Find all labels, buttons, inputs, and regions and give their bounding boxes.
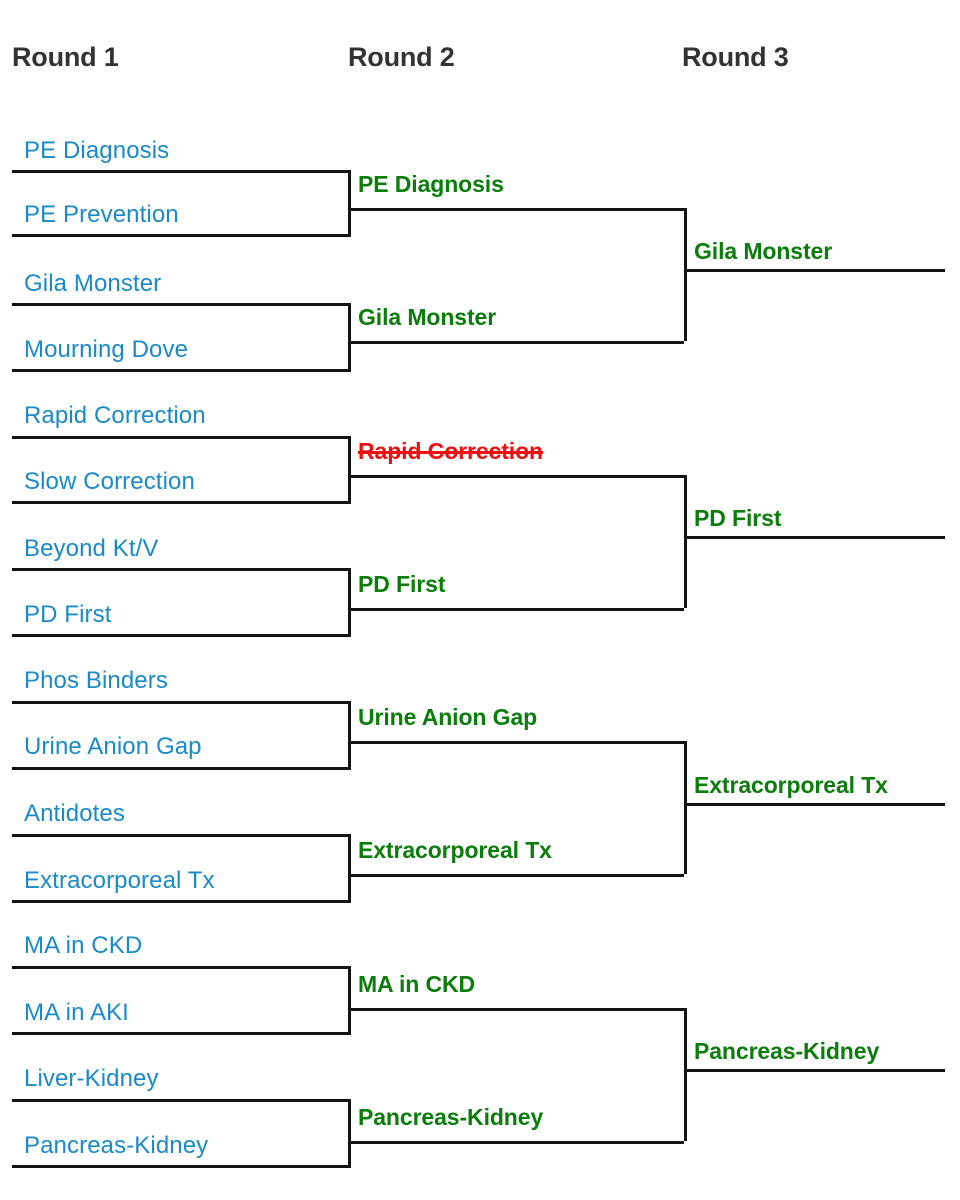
round2-entry-5[interactable]: Urine Anion Gap — [358, 704, 538, 730]
round1-entry-7[interactable]: Beyond Kt/V — [24, 535, 159, 562]
round1-line-2 — [12, 234, 348, 237]
round2-line-2 — [348, 341, 684, 344]
round2-entry-3[interactable]: Rapid Correction — [358, 438, 543, 464]
round1-line-10 — [12, 767, 348, 770]
round1-line-5 — [12, 436, 348, 439]
round1-connector-3 — [348, 436, 351, 504]
round1-line-16 — [12, 1165, 348, 1168]
round2-line-1 — [348, 208, 684, 211]
round2-line-5 — [348, 741, 684, 744]
round1-entry-13[interactable]: MA in CKD — [24, 932, 143, 959]
round2-entry-6[interactable]: Extracorporeal Tx — [358, 837, 552, 863]
round2-line-7 — [348, 1008, 684, 1011]
round2-connector-4 — [684, 1008, 687, 1141]
round2-connector-3 — [684, 741, 687, 874]
round2-entry-4[interactable]: PD First — [358, 571, 446, 597]
round-header-2: Round 2 — [348, 42, 455, 72]
round2-connector-2 — [684, 475, 687, 608]
round3-entry-4[interactable]: Pancreas-Kidney — [694, 1038, 880, 1064]
round2-entry-2[interactable]: Gila Monster — [358, 304, 497, 330]
round3-line-1 — [684, 269, 945, 272]
round1-entry-10[interactable]: Urine Anion Gap — [24, 733, 202, 760]
round1-line-1 — [12, 170, 348, 173]
round1-entry-2[interactable]: PE Prevention — [24, 201, 179, 228]
round1-connector-5 — [348, 701, 351, 770]
round1-entry-4[interactable]: Mourning Dove — [24, 336, 189, 363]
round1-line-6 — [12, 501, 348, 504]
round2-line-8 — [348, 1141, 684, 1144]
round1-entry-1[interactable]: PE Diagnosis — [24, 137, 170, 164]
round1-line-9 — [12, 701, 348, 704]
round2-line-6 — [348, 874, 684, 877]
round2-entry-1[interactable]: PE Diagnosis — [358, 171, 504, 197]
round1-line-13 — [12, 966, 348, 969]
round1-entry-15[interactable]: Liver-Kidney — [24, 1065, 159, 1092]
round1-line-3 — [12, 303, 348, 306]
round1-entry-16[interactable]: Pancreas-Kidney — [24, 1132, 209, 1159]
round3-line-4 — [684, 1069, 945, 1072]
round1-connector-4 — [348, 568, 351, 637]
round1-line-12 — [12, 900, 348, 903]
round2-line-4 — [348, 608, 684, 611]
round1-connector-1 — [348, 170, 351, 237]
round3-line-2 — [684, 536, 945, 539]
round1-entry-3[interactable]: Gila Monster — [24, 270, 162, 297]
round2-connector-1 — [684, 208, 687, 341]
round1-line-14 — [12, 1032, 348, 1035]
round2-entry-7[interactable]: MA in CKD — [358, 971, 476, 997]
round3-entry-3[interactable]: Extracorporeal Tx — [694, 772, 888, 798]
round1-entry-11[interactable]: Antidotes — [24, 800, 125, 827]
round-header-3: Round 3 — [682, 42, 789, 72]
round2-entry-8[interactable]: Pancreas-Kidney — [358, 1104, 544, 1130]
round1-line-15 — [12, 1099, 348, 1102]
round2-line-3 — [348, 475, 684, 478]
round-header-1: Round 1 — [12, 42, 119, 72]
round1-entry-5[interactable]: Rapid Correction — [24, 402, 206, 429]
round1-connector-2 — [348, 303, 351, 372]
round3-entry-2[interactable]: PD First — [694, 505, 782, 531]
round1-entry-9[interactable]: Phos Binders — [24, 667, 168, 694]
round1-entry-6[interactable]: Slow Correction — [24, 468, 195, 495]
round1-entry-8[interactable]: PD First — [24, 601, 112, 628]
round1-line-11 — [12, 834, 348, 837]
round1-line-4 — [12, 369, 348, 372]
round1-entry-14[interactable]: MA in AKI — [24, 999, 129, 1026]
round1-line-8 — [12, 634, 348, 637]
round1-connector-8 — [348, 1099, 351, 1168]
round3-entry-1[interactable]: Gila Monster — [694, 238, 833, 264]
round1-line-7 — [12, 568, 348, 571]
round1-connector-6 — [348, 834, 351, 903]
round1-entry-12[interactable]: Extracorporeal Tx — [24, 867, 215, 894]
round3-line-3 — [684, 803, 945, 806]
round1-connector-7 — [348, 966, 351, 1035]
